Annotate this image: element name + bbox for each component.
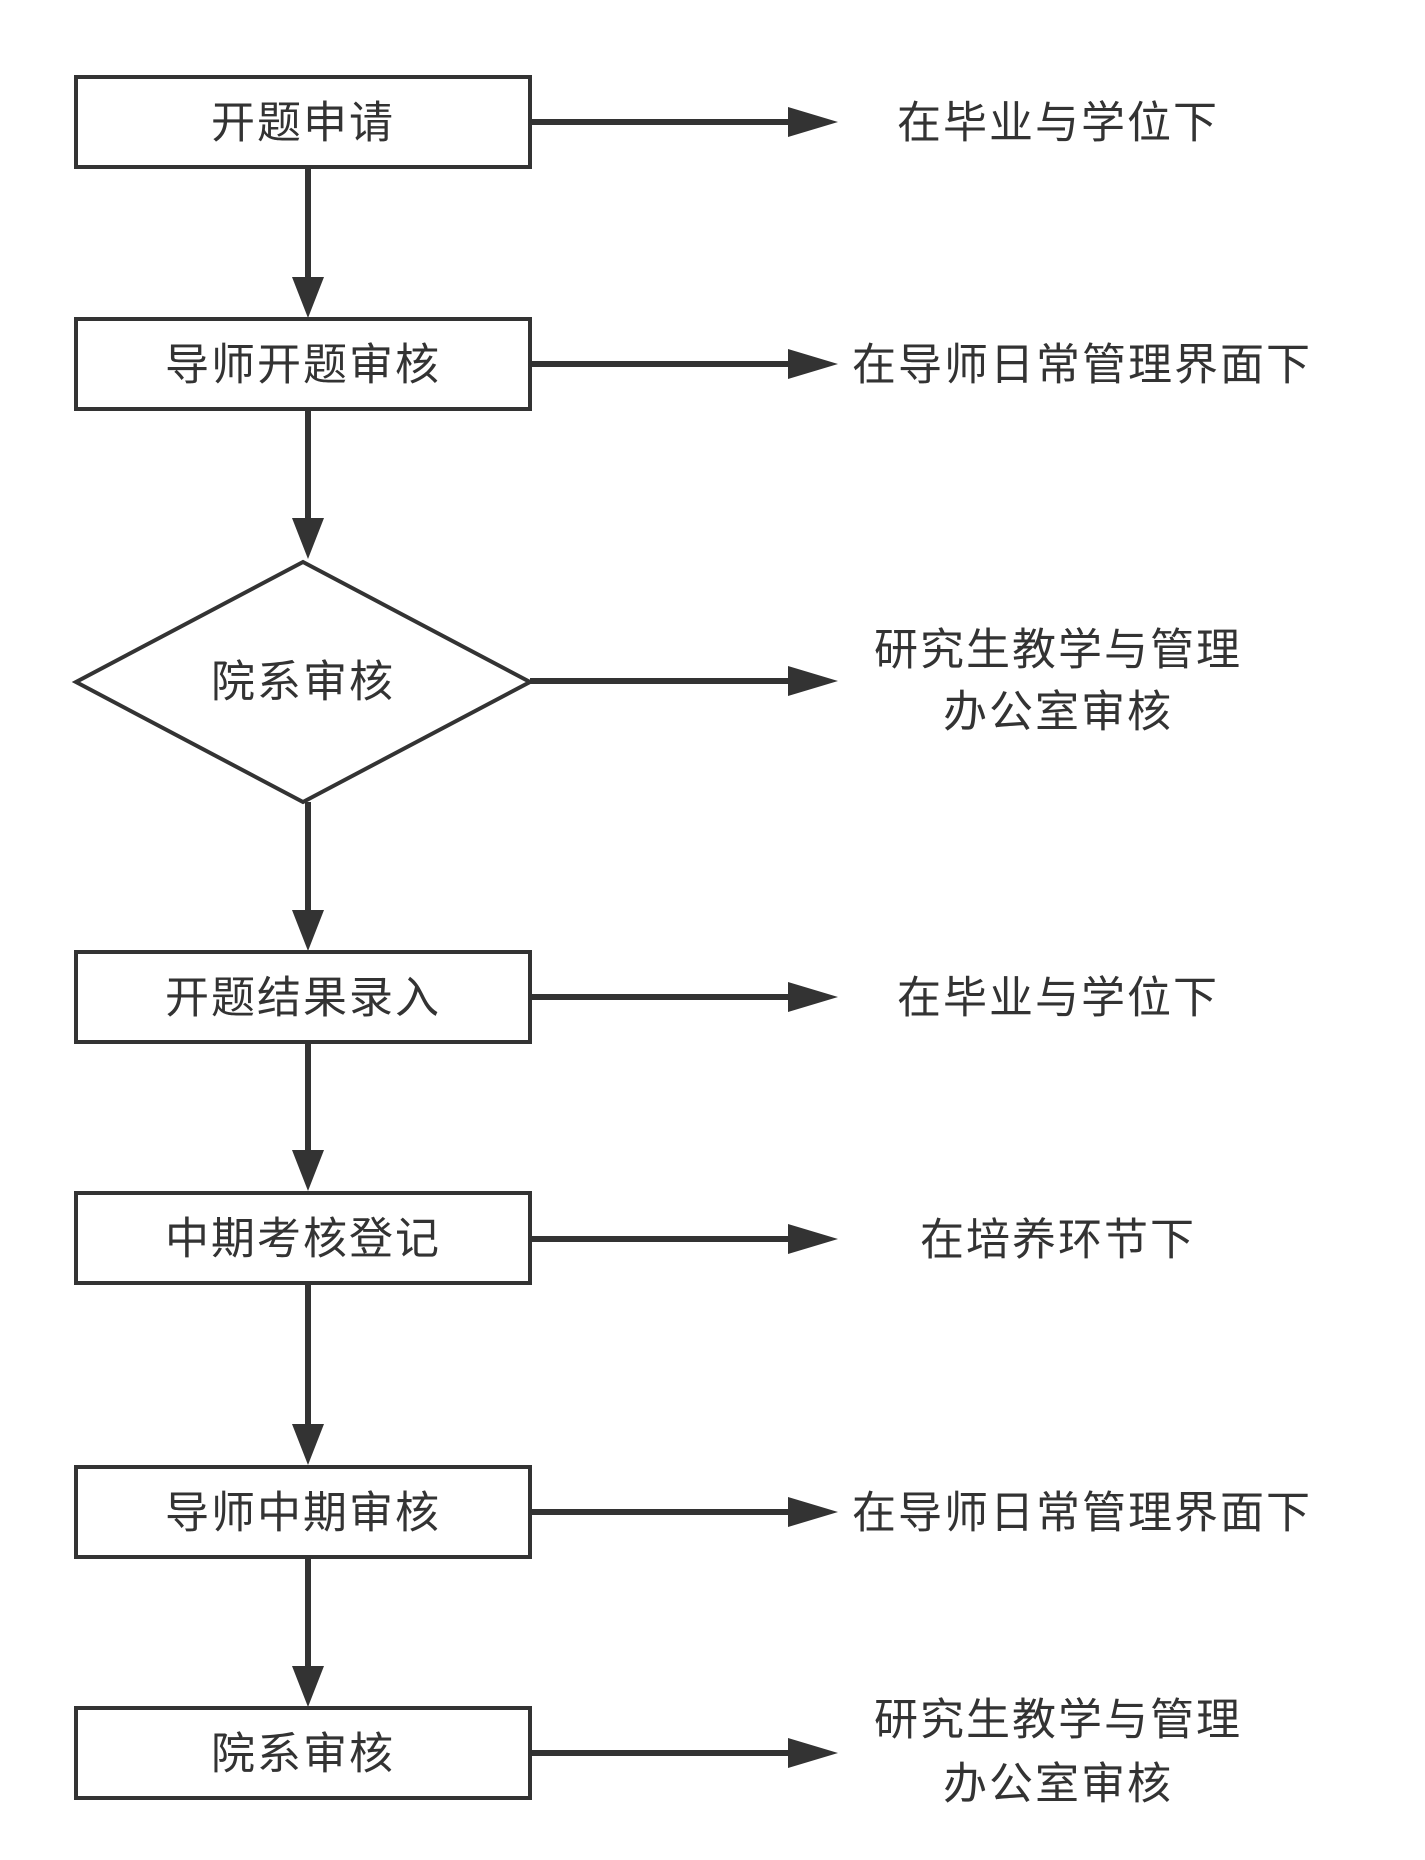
step-7-side-arrow bbox=[530, 1738, 838, 1768]
edge-2-3 bbox=[292, 409, 324, 559]
step-3-node: 院系审核 bbox=[71, 559, 535, 805]
step-2-side-arrow bbox=[530, 349, 838, 379]
step-6-note: 在导师日常管理界面下 bbox=[852, 1488, 1312, 1539]
step-5-label: 中期考核登记 bbox=[165, 1214, 441, 1265]
step-2-label: 导师开题审核 bbox=[165, 340, 441, 391]
step-3-label: 院系审核 bbox=[211, 657, 395, 708]
edge-5-6 bbox=[292, 1283, 324, 1465]
step-3-side-arrow bbox=[530, 666, 838, 696]
step-6-side-arrow bbox=[530, 1497, 838, 1527]
step-1-note: 在毕业与学位下 bbox=[897, 98, 1219, 149]
edge-1-2 bbox=[292, 167, 324, 318]
step-2-box bbox=[74, 317, 532, 411]
step-4-side-arrow bbox=[530, 982, 838, 1012]
step-3-diamond bbox=[71, 559, 535, 805]
edge-3-4 bbox=[292, 802, 324, 951]
step-4-box bbox=[74, 950, 532, 1044]
step-6-label: 导师中期审核 bbox=[165, 1488, 441, 1539]
step-5-node: 中期考核登记 bbox=[74, 1191, 532, 1285]
step-5-note: 在培养环节下 bbox=[920, 1215, 1196, 1266]
step-3-note-line-1: 研究生教学与管理 bbox=[874, 625, 1242, 676]
step-2-node: 导师开题审核 bbox=[74, 317, 532, 411]
step-4-note: 在毕业与学位下 bbox=[897, 973, 1219, 1024]
step-2-note: 在导师日常管理界面下 bbox=[852, 340, 1312, 391]
step-7-note-line-2: 办公室审核 bbox=[943, 1759, 1173, 1810]
step-1-label: 开题申请 bbox=[211, 98, 395, 149]
step-1-box bbox=[74, 75, 532, 169]
step-7-node: 院系审核 bbox=[74, 1706, 532, 1800]
step-4-label: 开题结果录入 bbox=[165, 973, 441, 1024]
step-1-node: 开题申请 bbox=[74, 75, 532, 169]
edge-4-5 bbox=[292, 1042, 324, 1191]
edge-6-7 bbox=[292, 1557, 324, 1707]
step-4-node: 开题结果录入 bbox=[74, 950, 532, 1044]
step-7-note-line-1: 研究生教学与管理 bbox=[874, 1695, 1242, 1746]
step-1-side-arrow bbox=[530, 107, 838, 137]
step-7-label: 院系审核 bbox=[211, 1729, 395, 1780]
step-5-box bbox=[74, 1191, 532, 1285]
step-6-node: 导师中期审核 bbox=[74, 1465, 532, 1559]
step-7-box bbox=[74, 1706, 532, 1800]
step-3-note-line-2: 办公室审核 bbox=[943, 687, 1173, 738]
step-5-side-arrow bbox=[530, 1224, 838, 1254]
